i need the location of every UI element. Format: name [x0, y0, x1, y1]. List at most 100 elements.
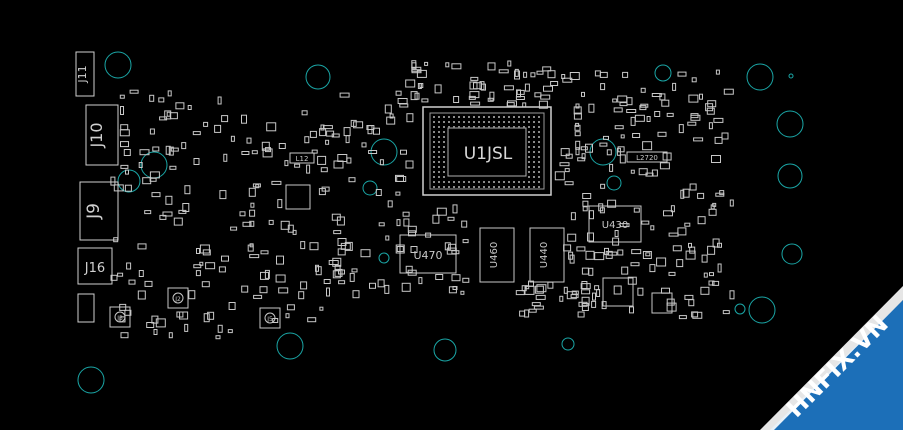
smd-component [581, 267, 589, 275]
chip-u440[interactable]: U440 [529, 227, 565, 283]
smd-component [260, 271, 269, 280]
bga-ball [503, 126, 505, 128]
bga-ball [538, 176, 540, 178]
smd-component [585, 143, 593, 153]
smd-component [654, 111, 661, 117]
smd-component [317, 155, 327, 165]
smd-component [215, 335, 221, 340]
smd-component [151, 192, 161, 198]
smd-component [241, 285, 249, 293]
smd-component [576, 246, 586, 252]
smd-component [638, 168, 648, 176]
part-l12[interactable]: L12 [289, 152, 315, 164]
smd-component [536, 70, 544, 75]
j2-label: J2 [174, 296, 181, 303]
smd-component [432, 214, 440, 224]
smd-component [659, 93, 666, 101]
smd-component [451, 250, 460, 255]
bga-ball [458, 126, 460, 128]
smd-component [287, 224, 294, 233]
smd-component [452, 204, 458, 214]
smd-component [219, 190, 227, 200]
l2720-label: L2720 [636, 154, 658, 162]
smd-component [323, 279, 331, 284]
smd-component [697, 216, 706, 225]
smd-component [678, 315, 687, 320]
smd-component [410, 246, 418, 253]
bga-ball [513, 181, 515, 183]
bga-ball [498, 186, 500, 188]
smd-component [307, 317, 317, 323]
smd-component [699, 93, 703, 100]
smd-component [119, 94, 125, 99]
connector-j11[interactable]: J11 [75, 51, 95, 97]
smd-component [120, 332, 129, 339]
smd-component [473, 82, 482, 90]
bga-ball [443, 131, 445, 133]
smd-component [408, 230, 416, 237]
smd-component [424, 61, 429, 66]
smd-component [707, 245, 716, 255]
bga-ball [518, 186, 520, 188]
smd-component [543, 85, 553, 92]
smd-component [460, 290, 465, 295]
smd-component [581, 281, 588, 289]
bga-ball [433, 141, 435, 143]
ic-j2[interactable]: J2 [167, 287, 189, 309]
smd-component [693, 137, 704, 142]
smd-component [405, 265, 413, 273]
mounting-hole [77, 366, 105, 394]
smd-component [462, 277, 470, 283]
smd-component [479, 81, 485, 91]
smd-component [405, 160, 414, 169]
bga-ball [518, 121, 520, 123]
bga-ball [518, 126, 520, 128]
smd-component [533, 305, 544, 310]
smd-component [620, 134, 625, 139]
bga-ball [508, 126, 510, 128]
smd-component [607, 251, 618, 256]
chip-u460[interactable]: U460 [479, 227, 515, 283]
smd-component [691, 77, 697, 83]
smd-component [361, 142, 367, 148]
smd-component [559, 162, 570, 167]
smd-component [155, 318, 166, 328]
smd-component [360, 249, 371, 258]
smd-component [385, 235, 390, 241]
connector-small[interactable] [77, 293, 95, 323]
chip-u430[interactable]: U430 [588, 205, 642, 243]
smd-component [120, 124, 129, 131]
chip-bga-small[interactable] [285, 184, 673, 314]
smd-component [710, 204, 715, 210]
ic-j3[interactable]: J3 [109, 306, 131, 328]
smd-component [489, 91, 495, 101]
part-l2720[interactable]: L2720 [626, 151, 668, 163]
smd-component [656, 257, 667, 267]
bga-ball [508, 121, 510, 123]
bga-ball [458, 186, 460, 188]
smd-component [452, 286, 458, 290]
connector-j10[interactable]: J10 [85, 104, 119, 166]
smd-component [139, 149, 150, 156]
ic-j5[interactable]: J5 [259, 307, 281, 329]
mounting-hole [654, 64, 672, 82]
mounting-hole [561, 337, 575, 351]
smd-component [641, 220, 650, 225]
j5-label: J5 [266, 316, 273, 323]
bga-ball [433, 131, 435, 133]
smd-component [614, 125, 624, 130]
smd-component [639, 105, 647, 111]
smd-component [540, 94, 551, 100]
connector-j16[interactable]: J16 [77, 247, 113, 285]
smd-component [320, 124, 325, 131]
chip-u470[interactable]: U470 [399, 234, 457, 274]
smd-component [621, 266, 629, 275]
smd-component [353, 121, 364, 129]
smd-component [534, 285, 544, 294]
smd-component [318, 188, 326, 196]
smd-component [217, 96, 222, 105]
cpu-u1jsl[interactable]: U1JSL [422, 106, 552, 196]
connector-j9[interactable]: J9 [79, 181, 119, 241]
smd-component [680, 189, 685, 199]
smd-component [498, 69, 509, 74]
